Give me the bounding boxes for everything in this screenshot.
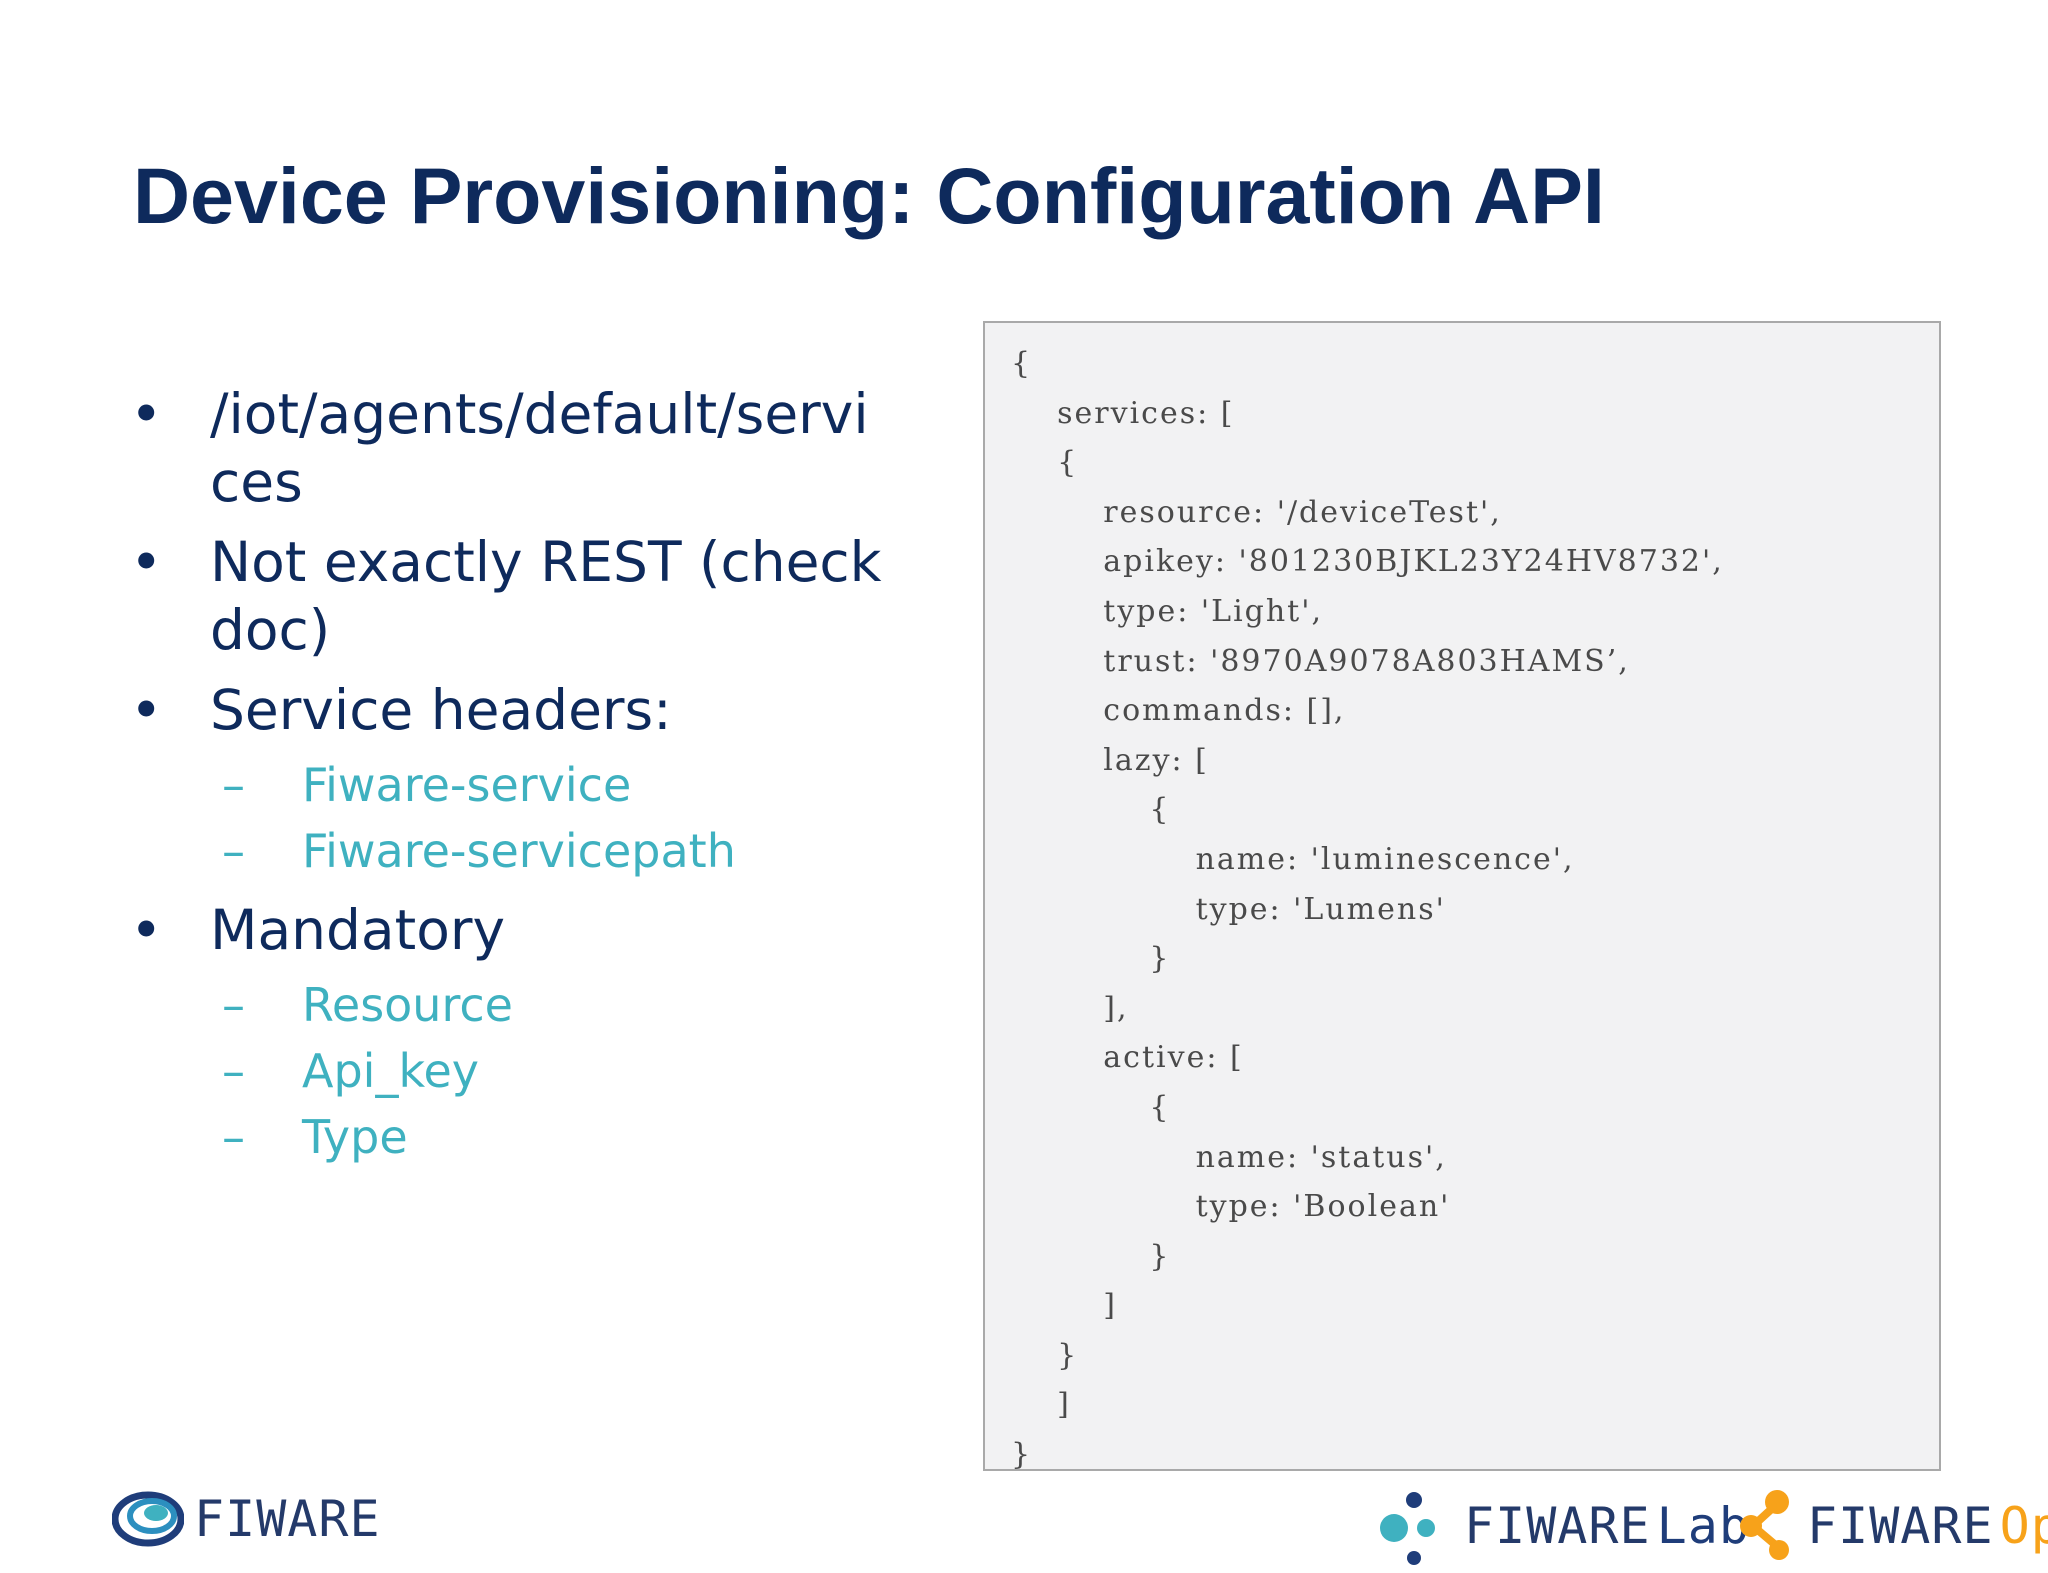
bullet-text: /iot/agents/default/servi ces	[210, 382, 869, 514]
fiware-ops-suffix: Ops	[1999, 1497, 2048, 1555]
bullet-text: Not exactly REST (check doc)	[210, 530, 882, 662]
code-line: services: [	[1011, 395, 1235, 431]
sub-item-text: Api_key	[302, 1044, 479, 1098]
code-line: ],	[1011, 990, 1129, 1026]
code-line: name: 'luminescence',	[1011, 841, 1575, 877]
bullet-list: • /iot/agents/default/servi ces • Not ex…	[120, 380, 950, 1182]
bullet-item-service-headers: • Service headers: – Fiware-service – Fi…	[120, 676, 950, 884]
sub-marker: –	[222, 978, 245, 1032]
sub-item-text: Fiware-service	[302, 758, 632, 812]
fiware-logo-text: FIWARE	[194, 1490, 381, 1548]
sublist-service-headers: – Fiware-service – Fiware-servicepath	[210, 752, 950, 884]
fiware-ops-logo: FIWAREOps	[1733, 1486, 2048, 1566]
sub-marker: –	[222, 1044, 245, 1098]
sub-item-text: Fiware-servicepath	[302, 824, 736, 878]
code-line: lazy: [	[1011, 742, 1209, 778]
code-line: trust: '8970A9078A803HAMS’,	[1011, 643, 1630, 679]
code-line: type: 'Boolean'	[1011, 1189, 1451, 1225]
sub-item: – Type	[210, 1104, 950, 1170]
code-block: { services: [ { resource: '/deviceTest',…	[983, 321, 1941, 1471]
sublist-mandatory: – Resource – Api_key – Type	[210, 972, 950, 1170]
code-line: name: 'status',	[1011, 1139, 1447, 1175]
code-line: }	[1011, 1238, 1171, 1274]
sub-marker: –	[222, 758, 245, 812]
fiware-ops-nodes-icon	[1740, 1490, 1789, 1560]
fiware-lab-dots-icon	[1380, 1492, 1435, 1565]
code-line: ]	[1011, 1288, 1117, 1324]
code-line: active: [	[1011, 1040, 1244, 1076]
bullet-text: Service headers:	[210, 678, 672, 742]
sub-item-text: Resource	[302, 978, 513, 1032]
code-line: apikey: '801230BJKL23Y24HV8732',	[1011, 544, 1724, 580]
fiware-lab-suffix: Lab	[1656, 1497, 1750, 1555]
bullet-item-endpoint: • /iot/agents/default/servi ces	[120, 380, 950, 516]
code-line: type: 'Lumens'	[1011, 891, 1446, 927]
bullet-marker: •	[130, 382, 163, 446]
fiware-logo: FIWARE	[112, 1484, 381, 1554]
fiware-ops-text: FIWARE	[1807, 1497, 1994, 1555]
code-line: type: 'Light',	[1011, 593, 1324, 629]
code-line: }	[1011, 1437, 1033, 1471]
code-line: }	[1011, 941, 1171, 977]
fiware-lab-text: FIWARE	[1464, 1497, 1651, 1555]
code-line: commands: [],	[1011, 693, 1346, 729]
bullet-marker: •	[130, 678, 163, 742]
sub-item: – Api_key	[210, 1038, 950, 1104]
code-line: ]	[1011, 1387, 1071, 1423]
sub-marker: –	[222, 1110, 245, 1164]
code-line: {	[1011, 445, 1079, 481]
sub-item: – Fiware-servicepath	[210, 818, 950, 884]
code-line: {	[1011, 1089, 1171, 1125]
bullet-marker: •	[130, 898, 163, 962]
sub-item: – Fiware-service	[210, 752, 950, 818]
code-line: }	[1011, 1337, 1079, 1373]
sub-marker: –	[222, 824, 245, 878]
slide-title: Device Provisioning: Configuration API	[133, 151, 1605, 240]
bullet-marker: •	[130, 530, 163, 594]
fiware-swirl-icon	[112, 1491, 184, 1547]
sub-item-text: Type	[302, 1110, 408, 1164]
code-line: {	[1011, 346, 1033, 381]
bullet-item-rest-note: • Not exactly REST (check doc)	[120, 528, 950, 664]
code-line: resource: '/deviceTest',	[1011, 494, 1502, 530]
code-line: {	[1011, 792, 1171, 828]
bullet-item-mandatory: • Mandatory – Resource – Api_key – Type	[120, 896, 950, 1170]
bullet-text: Mandatory	[210, 898, 506, 962]
sub-item: – Resource	[210, 972, 950, 1038]
